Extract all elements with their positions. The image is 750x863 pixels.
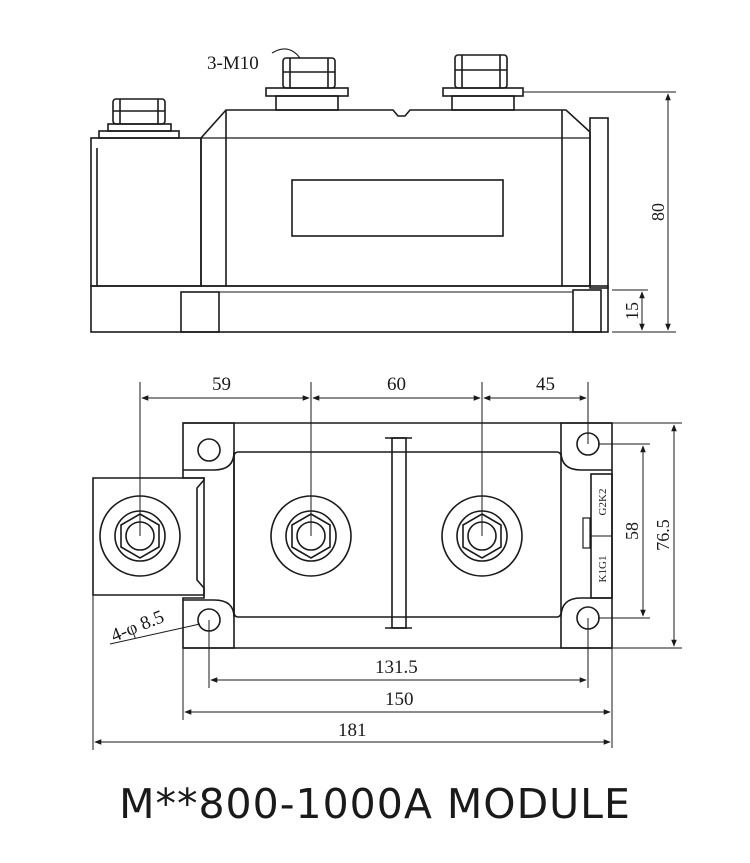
side-right-step [589, 117, 609, 289]
center-divider [391, 437, 407, 629]
mounting-hole-tl [197, 438, 221, 462]
side-bolt-middle [265, 57, 349, 111]
top-view [92, 382, 682, 750]
side-window [291, 179, 504, 237]
terminal-k1g1-label: K1G1 [597, 556, 609, 583]
module-drawing: 3-M10 80 15 [90, 48, 682, 750]
side-bolt-right [442, 54, 524, 111]
top-left-tab [92, 477, 205, 596]
holes-label: 4-φ 8.5 [108, 606, 167, 646]
dim-150-label: 150 [385, 689, 414, 710]
dim-181-label: 181 [338, 720, 367, 741]
dim-59-label: 59 [212, 374, 231, 395]
side-left-terminal-block [90, 137, 202, 287]
terminal-g2k2-label: G2K2 [597, 489, 609, 516]
height-total-label: 80 [648, 203, 668, 221]
top-flange [182, 422, 613, 649]
side-main-housing [200, 109, 591, 287]
side-bolt-left [98, 98, 180, 139]
height-base-label: 15 [622, 302, 642, 320]
bolts-label: 3-M10 [207, 53, 259, 74]
dim-58-label: 58 [622, 522, 642, 540]
dim-45-label: 45 [536, 374, 555, 395]
dim-131-5-label: 131.5 [375, 657, 418, 678]
side-base-plate [90, 285, 609, 333]
module-caption: M**800-1000A MODULE [119, 780, 631, 828]
side-view [90, 48, 676, 333]
dim-60-label: 60 [387, 374, 406, 395]
top-inner-body [233, 451, 562, 618]
dim-76-5-label: 76.5 [653, 519, 673, 551]
